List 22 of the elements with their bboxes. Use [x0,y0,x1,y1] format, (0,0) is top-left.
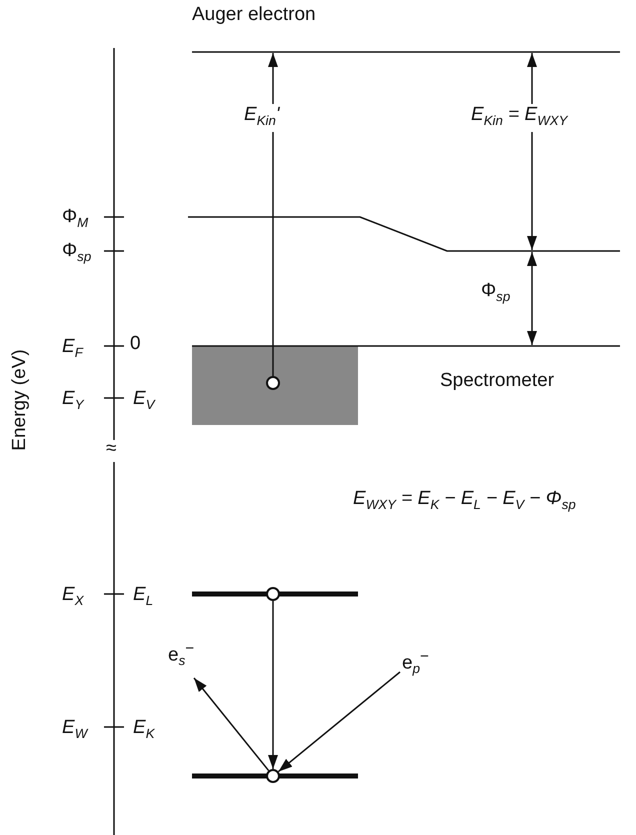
axis-tick-label: 0 [130,333,141,355]
axis-break-mark: ≈ [106,438,116,460]
axis-tick-label: Φ$_{M}$ [62,206,88,232]
axis-tick-label: E$_{F}$ [62,336,83,362]
arrow [278,671,400,772]
region-label: Spectrometer [440,370,554,392]
arrow [193,678,270,772]
arrow [268,601,278,769]
edge-label: E$_{Kin}$' [244,104,280,132]
equation-text: E$_{WXY}$ = E$_{K}$ − E$_{L}$ − E$_{V}$ − Φ$_{sp}$ [353,488,576,514]
axis-tick-label: Φ$_{sp}$ [62,240,92,266]
axis-tick-label: E$_{X}$ [62,584,84,610]
axis-tick-label: E$_{W}$ [62,717,88,743]
hole-circle [266,769,280,783]
caption-text: Auger electron [192,4,316,26]
axis-tick-label: E$_{V}$ [133,388,155,414]
axis-tick-label: E$_{Y}$ [62,388,84,414]
arrow [268,53,278,376]
axis-title: Energy (eV) [9,348,31,453]
axis-tick-label: E$_{L}$ [133,584,154,610]
hole-circle [266,587,280,601]
axis-tick-label: E$_{K}$ [133,717,155,743]
